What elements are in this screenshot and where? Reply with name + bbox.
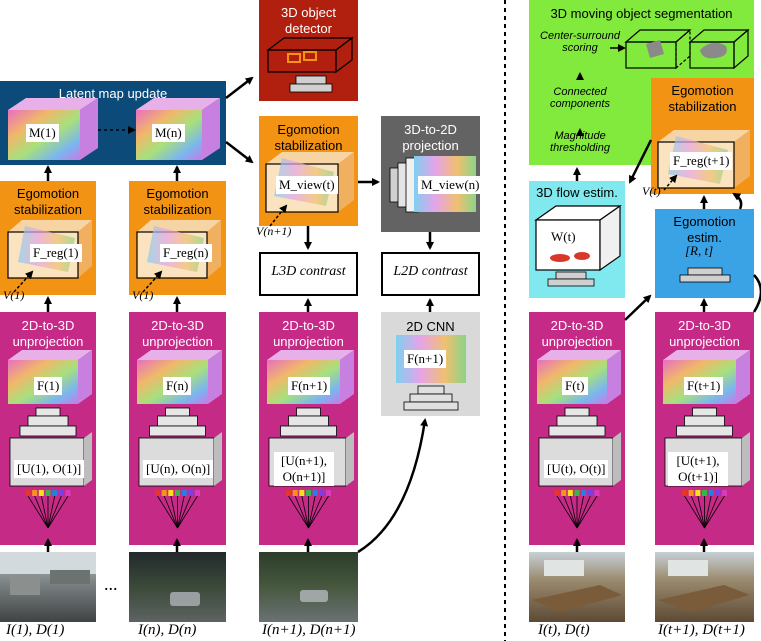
input-caption-5: I(t+1), D(t+1) (658, 622, 745, 638)
feature-cube-5 (663, 350, 750, 404)
cnn2d-feature-label: F(n+1) (404, 350, 447, 368)
projection-title: 3D-to-2D projection (402, 122, 459, 153)
encoder-pyramids (19, 407, 733, 437)
ego-estim-title: Egomotion estim. (673, 214, 736, 245)
reg-feature-label-2: F_reg(n) (160, 244, 212, 262)
egomotion-view-cube (265, 152, 354, 213)
photo-3 (259, 552, 358, 622)
segmentation-cubes (624, 28, 750, 70)
projection-graphic (389, 156, 476, 213)
unprojection-grid-blocks (9, 432, 750, 487)
detector-title: 3D object detector (281, 5, 336, 36)
egomotion-right-title: Egomotion stabilization (668, 83, 737, 114)
unproj-input-label-3: [U(n+1), O(n+1)] (274, 452, 334, 486)
segmentation-title: 3D moving object segmentation (550, 6, 733, 21)
loss-3d-label: L3D contrast (271, 264, 346, 279)
segmentation-step-1: Center-surround scoring (540, 30, 620, 54)
ray-fan-4 (554, 490, 600, 529)
ray-fan-3 (286, 490, 331, 529)
unproj-input-label-5: [U(t+1), O(t+1)] (668, 452, 728, 486)
unprojection-title-4: 2D-to-3D unprojection (541, 318, 613, 349)
reg-feature-label-1: F_reg(1) (30, 244, 82, 262)
segmentation-step-3: Magnitude thresholding (550, 130, 610, 154)
egomotion-title-2: Egomotion stabilization (143, 186, 212, 217)
encoder-pyramid-3 (280, 407, 337, 437)
feature-label-5: F(t+1) (684, 377, 724, 395)
egomotion-title-1: Egomotion stabilization (14, 186, 82, 217)
segmentation-step-2: Connected components (550, 86, 610, 110)
input-caption-2: I(n), D(n) (138, 622, 197, 638)
input-caption-1: I(1), D(1) (6, 622, 65, 638)
ray-fan-2 (155, 490, 200, 529)
feature-label-3: F(n+1) (288, 377, 331, 395)
encoder-pyramid-5 (676, 407, 733, 437)
view-label-2: V(1) (132, 288, 154, 302)
latent-map-title: Latent map update (58, 86, 168, 101)
cnn2d-title: 2D CNN (406, 319, 455, 334)
feature-cube-1 (8, 350, 92, 404)
ego-estim-box: Egomotion estim. (655, 209, 754, 298)
projection-feature-label: M_view(n) (418, 176, 483, 194)
unproj-input-label-4: [U(t), O(t)] (544, 460, 609, 478)
ego-right-feature-label: F_reg(t+1) (670, 152, 733, 170)
cnn2d-graphic (396, 335, 466, 411)
encoder-pyramid-4 (548, 407, 606, 437)
unproj-input-label-1: [U(1), O(1)] (14, 460, 85, 478)
view-label-4: V(t) (642, 184, 661, 198)
ego-view-feature-label: M_view(t) (276, 176, 338, 194)
view-label-3: V(n+1) (256, 224, 292, 238)
latent-map-label-1: M(1) (26, 124, 59, 142)
latent-map-label-2: M(n) (152, 124, 185, 142)
detector-graphic (266, 36, 354, 93)
input-caption-3: I(n+1), D(n+1) (262, 622, 356, 638)
unprojection-title-2: 2D-to-3D unprojection (142, 318, 213, 349)
arrows (44, 72, 761, 554)
flow-cube (534, 204, 622, 287)
encoder-pyramid-2 (149, 407, 206, 437)
unprojection-title-3: 2D-to-3D unprojection (273, 318, 344, 349)
ray-fan-1 (25, 490, 71, 529)
loss-2d-box: L2D contrast (381, 252, 480, 296)
flow-title: 3D flow estim. (536, 185, 618, 200)
unprojection-title-5: 2D-to-3D unprojection (669, 318, 740, 349)
egomotion-view-title: Egomotion stabilization (274, 122, 343, 153)
input-caption-4: I(t), D(t) (538, 622, 590, 638)
feature-label-1: F(1) (34, 377, 63, 395)
feature-cubes (8, 350, 750, 404)
ego-estim-feature-label: [R, t] (685, 243, 714, 258)
feature-label-2: F(n) (163, 377, 192, 395)
view-label-1: V(1) (3, 288, 25, 302)
ellipsis: ... (104, 574, 118, 594)
loss-2d-label: L2D contrast (393, 264, 468, 279)
camera-ray-fans (25, 490, 727, 529)
photo-2 (129, 552, 226, 622)
unprojection-title-1: 2D-to-3D unprojection (12, 318, 84, 349)
encoder-pyramid-1 (19, 407, 77, 437)
loss-3d-box: L3D contrast (259, 252, 358, 296)
ray-fan-5 (682, 490, 727, 529)
ego-estim-graphic (679, 267, 731, 283)
unproj-input-label-2: [U(n), O(n)] (143, 460, 214, 478)
feature-label-4: F(t) (562, 377, 588, 395)
flow-feature-label: W(t) (548, 228, 579, 246)
latent-map-cube-1 (8, 98, 98, 160)
